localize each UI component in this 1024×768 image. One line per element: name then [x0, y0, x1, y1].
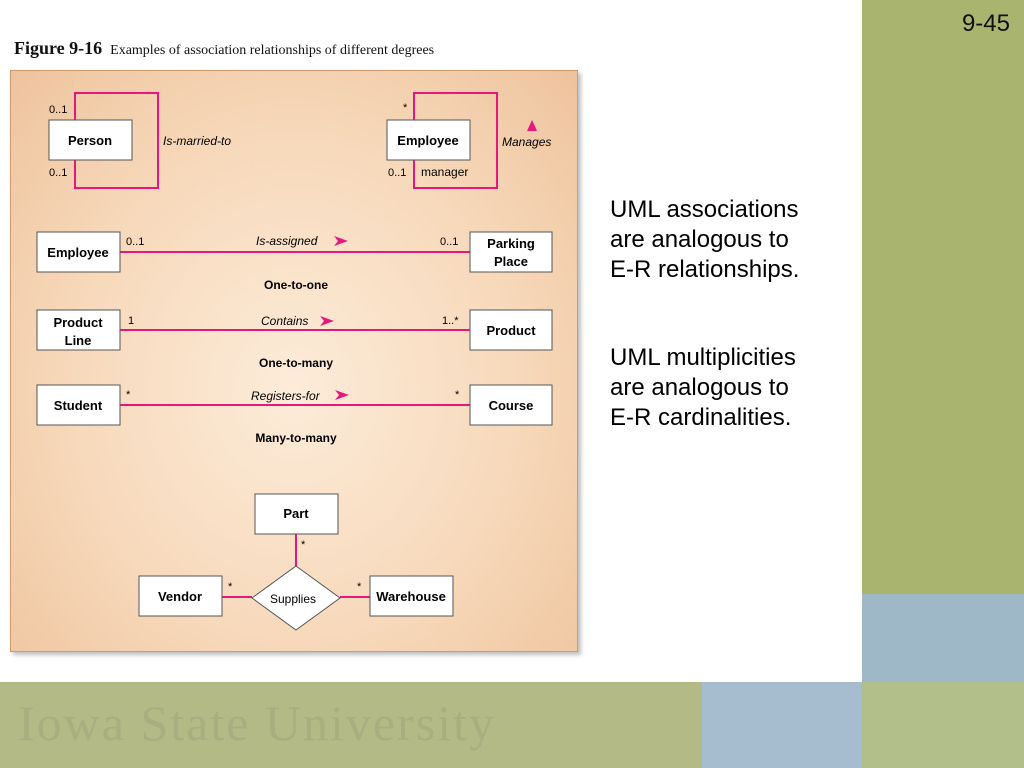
uml-multiplicities-text: UML multiplicities are analogous to E-R … — [610, 343, 850, 433]
building-photo-footer-right — [862, 682, 1024, 768]
person-class-box — [48, 119, 133, 161]
part-class-box — [254, 493, 339, 535]
bullet-2-line-3: E-R cardinalities. — [610, 404, 792, 431]
person-association-label: Is-married-to — [163, 134, 231, 148]
building-photo-footer-left — [702, 682, 862, 768]
employee-mult-top: * — [403, 102, 408, 114]
contains-right-mult: 1..* — [442, 315, 459, 327]
is-assigned-arrow-icon — [334, 236, 348, 246]
slide-number: 9-45 — [961, 10, 1010, 37]
employee-class-label: Employee — [47, 245, 108, 260]
employee-role-label: manager — [421, 165, 468, 179]
uml-diagram: Person 0..1 0..1 Is-married-to Employee … — [36, 92, 553, 631]
contains-left-mult: 1 — [128, 315, 134, 327]
bullet-1-line-3: E-R relationships. — [610, 256, 800, 283]
course-class-label: Course — [489, 398, 534, 413]
many-to-many-caption: Many-to-many — [255, 431, 337, 445]
uml-associations-text: UML associations are analogous to E-R re… — [610, 195, 850, 285]
figure-panel — [10, 70, 578, 652]
warehouse-class-box — [369, 575, 454, 617]
figure-label: Figure 9-16 — [14, 38, 103, 58]
registers-for-left-mult: * — [126, 389, 131, 401]
registers-for-right-mult: * — [455, 389, 460, 401]
contains-label: Contains — [261, 314, 308, 328]
vendor-mult: * — [228, 581, 233, 593]
bullet-2-line-1: UML multiplicities — [610, 344, 796, 371]
one-to-many-caption: One-to-many — [259, 356, 333, 370]
warehouse-class-label: Warehouse — [376, 589, 446, 604]
parking-place-label-line1: Parking — [487, 236, 535, 251]
person-mult-bottom: 0..1 — [49, 167, 67, 179]
warehouse-mult: * — [357, 581, 362, 593]
parking-place-label-line2: Place — [494, 254, 528, 269]
contains-arrow-icon — [320, 316, 334, 326]
student-class-box — [36, 384, 121, 426]
is-assigned-label: Is-assigned — [256, 234, 318, 248]
is-assigned-right-mult: 0..1 — [440, 236, 458, 248]
product-line-label-line1: Product — [53, 315, 103, 330]
figure-title: Figure 9-16 Examples of association relat… — [14, 38, 434, 59]
student-class-label: Student — [54, 398, 103, 413]
manages-arrow-icon — [527, 120, 537, 131]
bullet-1-line-1: UML associations — [610, 196, 799, 223]
person-class-label: Person — [68, 133, 112, 148]
person-mult-top: 0..1 — [49, 104, 67, 116]
employee-unary-class-label: Employee — [397, 133, 458, 148]
part-mult: * — [301, 539, 306, 551]
person-self-association-line — [74, 92, 159, 189]
employee-association-label: Manages — [502, 135, 551, 149]
figure-caption: Examples of association relationships of… — [110, 43, 435, 58]
supplies-diamond — [251, 565, 341, 631]
parking-place-class-box — [469, 231, 553, 273]
employee-unary-class-box — [386, 119, 471, 161]
employee-mult-bottom: 0..1 — [388, 167, 406, 179]
registers-for-label: Registers-for — [251, 389, 321, 403]
is-assigned-left-mult: 0..1 — [126, 236, 144, 248]
bullet-2-line-2: are analogous to — [610, 374, 789, 401]
footer-university-name: Iowa State University — [18, 695, 497, 751]
product-class-box — [469, 309, 553, 351]
part-class-label: Part — [283, 506, 309, 521]
product-class-label: Product — [486, 323, 536, 338]
building-photo-top — [862, 594, 1024, 682]
registers-for-arrow-icon — [335, 390, 349, 400]
course-class-box — [469, 384, 553, 426]
supplies-label: Supplies — [270, 592, 316, 606]
employee-class-box — [36, 231, 121, 273]
product-line-label-line2: Line — [65, 333, 92, 348]
vendor-class-label: Vendor — [158, 589, 202, 604]
employee-self-association-line — [413, 92, 498, 189]
one-to-one-caption: One-to-one — [264, 278, 328, 292]
vendor-class-box — [138, 575, 223, 617]
product-line-class-box — [36, 309, 121, 351]
bullet-1-line-2: are analogous to — [610, 226, 789, 253]
